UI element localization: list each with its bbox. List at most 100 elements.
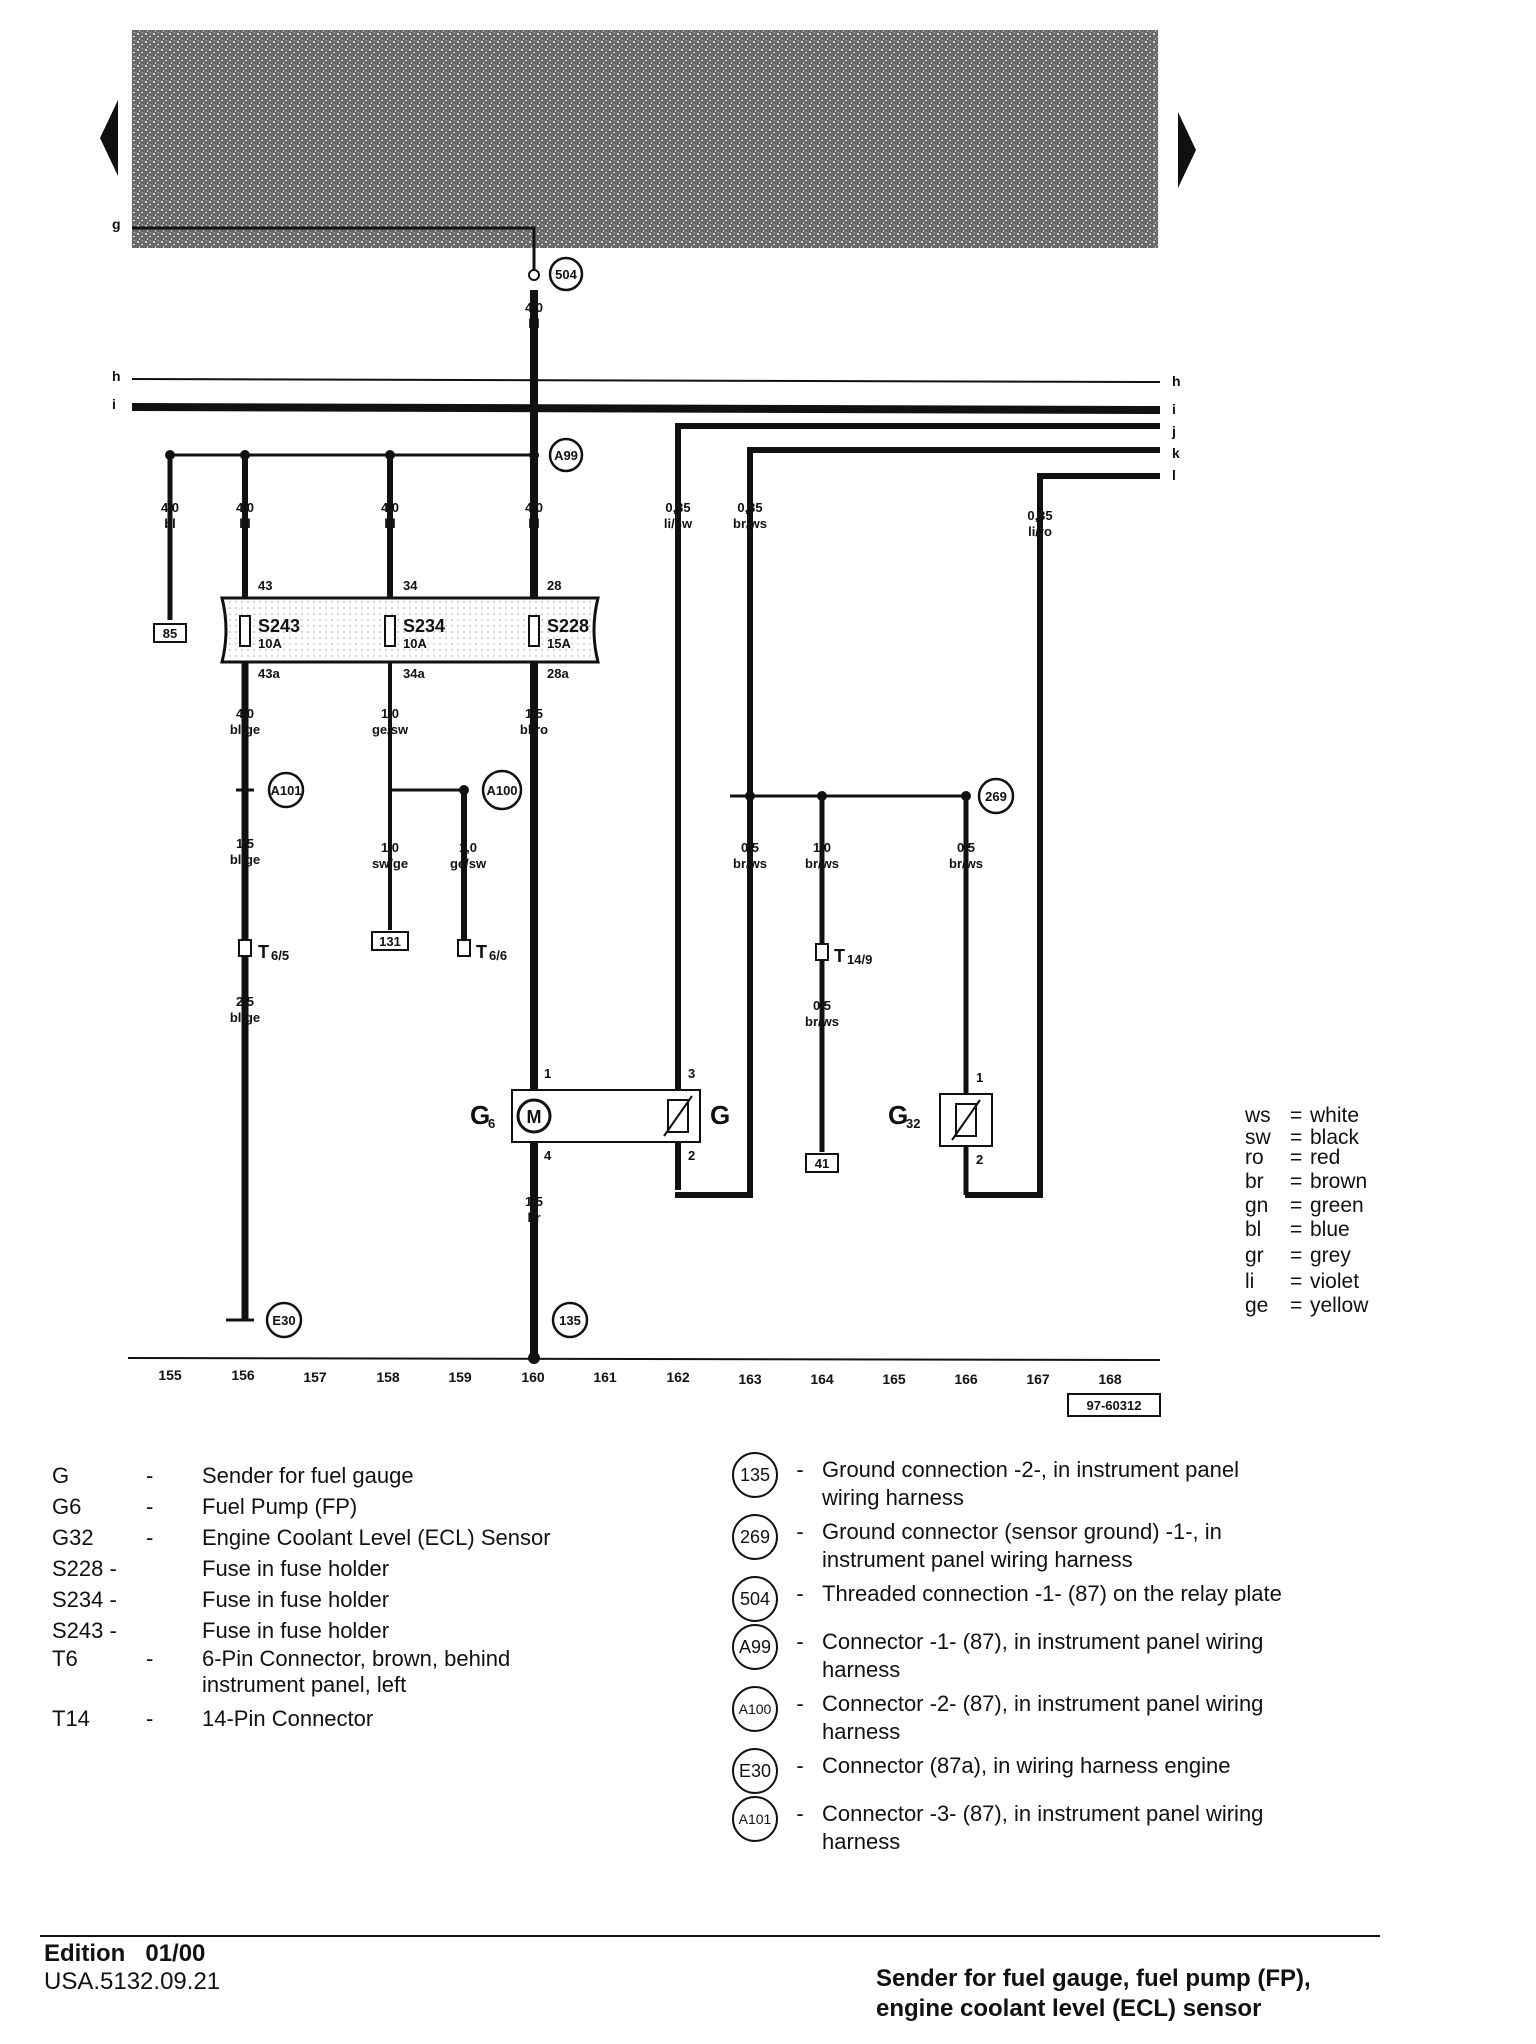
legend-desc: Ground connector (sensor ground) -1-, in…	[822, 1519, 1222, 1572]
svg-text:ge/sw: ge/sw	[450, 856, 487, 871]
legend-desc: Threaded connection -1- (87) on the rela…	[822, 1581, 1282, 1606]
connector-symbol-icon: A99	[732, 1624, 778, 1670]
wire-label: 4,0bl	[525, 300, 543, 331]
wire-label: 0,5br/ws	[733, 840, 767, 871]
svg-text:bl/ro: bl/ro	[520, 722, 548, 737]
svg-text:135: 135	[559, 1313, 581, 1328]
legend-desc: Connector (87a), in wiring harness engin…	[822, 1753, 1231, 1778]
legend-desc: Connector -3- (87), in instrument panel …	[822, 1801, 1264, 1854]
edge-label-h: h	[112, 368, 121, 384]
svg-text:bl/ge: bl/ge	[230, 852, 260, 867]
ground-a101: A101	[267, 771, 305, 809]
svg-text:4,0: 4,0	[236, 706, 254, 721]
svg-text:1,0: 1,0	[813, 840, 831, 855]
legend-desc: Fuel Pump (FP)	[202, 1494, 358, 1519]
edge-label-j-right: j	[1171, 423, 1176, 439]
svg-text:4,0: 4,0	[525, 500, 543, 515]
svg-text:bl/ge: bl/ge	[230, 722, 260, 737]
svg-text:gn: gn	[1245, 1194, 1268, 1217]
page-title: Sender for fuel gauge, fuel pump (FP), e…	[876, 1964, 1311, 2024]
svg-text:4,0: 4,0	[525, 300, 543, 315]
page-title-line1: Sender for fuel gauge, fuel pump (FP),	[876, 1965, 1311, 1992]
svg-text:S243: S243	[258, 616, 300, 636]
legend-desc: Fuse in fuse holder	[202, 1618, 390, 1643]
legend-row: A100-Connector -2- (87), in instrument p…	[732, 1686, 1452, 1746]
legend-row: G32-Engine Coolant Level (ECL) Sensor	[52, 1522, 692, 1553]
ground-135: 135	[551, 1301, 589, 1339]
svg-text:156: 156	[231, 1367, 255, 1383]
g32-pin-1: 1	[976, 1070, 983, 1085]
svg-text:155: 155	[158, 1367, 182, 1383]
svg-text:165: 165	[882, 1371, 906, 1387]
g-label: G	[710, 1100, 730, 1130]
svg-text:=: =	[1290, 1270, 1302, 1293]
svg-text:269: 269	[985, 789, 1007, 804]
legend-code: S243 -	[52, 1618, 117, 1643]
svg-text:0,5: 0,5	[813, 998, 831, 1013]
wire-label: 4,0bl/ge	[230, 706, 260, 737]
svg-text:bl: bl	[384, 516, 396, 531]
color-key: ws=white sw=black ro=red br=brown gn=gre…	[1244, 1104, 1369, 1317]
component-legend: G-Sender for fuel gauge G6-Fuel Pump (FP…	[52, 1460, 692, 1734]
svg-text:6: 6	[488, 1116, 495, 1131]
svg-text:0,5: 0,5	[957, 840, 975, 855]
svg-text:168: 168	[1098, 1371, 1122, 1387]
svg-text:159: 159	[448, 1369, 472, 1385]
legend-desc: 6-Pin Connector, brown, behind instrumen…	[202, 1646, 511, 1697]
svg-text:85: 85	[163, 626, 177, 641]
wire-k	[675, 447, 1160, 1198]
svg-text:=: =	[1290, 1170, 1302, 1193]
svg-text:=: =	[1290, 1126, 1302, 1149]
edition-block: Edition 01/00 USA.5132.09.21	[44, 1940, 220, 1996]
svg-text:ge: ge	[1245, 1294, 1268, 1317]
splice-dot	[459, 785, 469, 795]
svg-text:163: 163	[738, 1371, 762, 1387]
svg-text:97-60312: 97-60312	[1087, 1398, 1142, 1413]
fuse-holder	[220, 596, 600, 664]
legend-row: 269-Ground connector (sensor ground) -1-…	[732, 1514, 1452, 1574]
svg-text:4,0: 4,0	[236, 500, 254, 515]
svg-text:red: red	[1310, 1146, 1340, 1169]
svg-text:br: br	[528, 1210, 541, 1225]
legend-row: S228 -Fuse in fuse holder	[52, 1553, 692, 1584]
triangle-right-icon[interactable]	[1178, 112, 1196, 188]
svg-text:158: 158	[376, 1369, 400, 1385]
diagram-id: 97-60312	[1067, 1393, 1161, 1417]
svg-text:34: 34	[403, 578, 418, 593]
svg-text:brown: brown	[1310, 1170, 1367, 1193]
wire-label: 0,5br/ws	[949, 840, 983, 871]
svg-text:sw: sw	[1245, 1126, 1272, 1149]
svg-text:T: T	[476, 942, 487, 962]
svg-text:bl: bl	[528, 316, 540, 331]
svg-text:4,0: 4,0	[161, 500, 179, 515]
legend-desc: Engine Coolant Level (ECL) Sensor	[202, 1525, 551, 1550]
legend-code: T14	[52, 1706, 90, 1731]
triangle-left-icon[interactable]	[100, 100, 118, 176]
ground-504: 504	[548, 256, 584, 292]
wire-label: 4,0bl	[236, 500, 254, 531]
svg-text:br/ws: br/ws	[805, 1014, 839, 1029]
svg-text:G: G	[470, 1100, 490, 1130]
terminal-85: 85	[153, 623, 187, 643]
legend-row: S234 -Fuse in fuse holder	[52, 1584, 692, 1615]
g6-motor-icon: M	[516, 1098, 552, 1134]
ground-a99: A99	[548, 437, 584, 473]
svg-text:S234: S234	[403, 616, 445, 636]
fuse-s234: S234 10A 34 34a	[384, 578, 445, 681]
ground-269: 269	[977, 777, 1015, 815]
wire-label: 2,5bl/ge	[230, 994, 260, 1025]
g-variable-resistor-icon	[663, 1095, 693, 1137]
svg-text:2,5: 2,5	[236, 994, 254, 1009]
g6-pin-4: 4	[544, 1148, 552, 1163]
edition-value: 01/00	[145, 1940, 206, 1967]
page-title-line2: engine coolant level (ECL) sensor	[876, 1995, 1262, 2022]
svg-text:A101: A101	[270, 783, 301, 798]
svg-text:bl: bl	[528, 516, 540, 531]
legend-row: E30-Connector (87a), in wiring harness e…	[732, 1748, 1452, 1794]
legend-code: S234 -	[52, 1587, 117, 1612]
svg-text:10A: 10A	[403, 636, 427, 651]
g-pin-3: 3	[688, 1066, 695, 1081]
splice-dot	[745, 791, 755, 801]
svg-text:T: T	[258, 942, 269, 962]
connector-symbol-icon: E30	[732, 1748, 778, 1794]
